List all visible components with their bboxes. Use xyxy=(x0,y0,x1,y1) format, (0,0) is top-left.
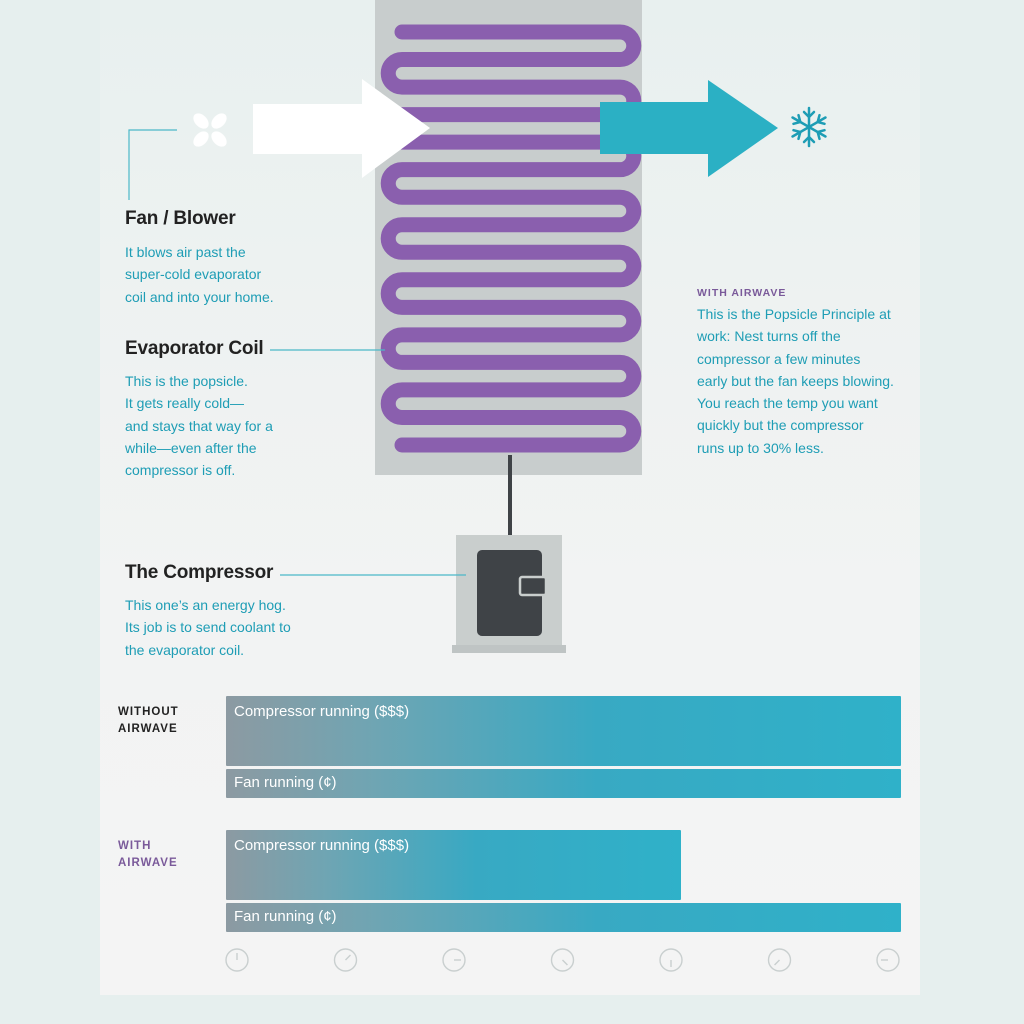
compressor-line: the evaporator coil. xyxy=(125,641,245,658)
incoming-air-arrow xyxy=(253,79,430,178)
airwave-line: work: Nest turns off the xyxy=(697,328,841,345)
with-fan-bar: Fan running (¢) xyxy=(226,903,901,932)
with-airwave-label: WITH AIRWAVE xyxy=(118,838,178,872)
bar-label: Fan running (¢) xyxy=(234,774,337,791)
fan-line: coil and into your home. xyxy=(125,288,274,305)
airwave-line: You reach the temp you want xyxy=(697,395,878,412)
compressor-body xyxy=(477,550,542,636)
coil-title: Evaporator Coil xyxy=(125,338,264,359)
coil-line: and stays that way for a xyxy=(125,417,273,434)
row-label-line: AIRWAVE xyxy=(118,857,178,869)
fan-line: super-cold evaporator xyxy=(125,266,262,283)
compressor-valve xyxy=(518,575,548,597)
without-airwave-label: WITHOUT AIRWAVE xyxy=(118,704,179,738)
fan-leader-line xyxy=(128,129,177,200)
compressor-base xyxy=(452,645,566,653)
airwave-heading: WITH AIRWAVE xyxy=(697,287,787,299)
snowflake-arm xyxy=(802,125,816,148)
coil-line: It gets really cold— xyxy=(125,395,245,412)
coil-line: while—even after the xyxy=(125,439,257,456)
without-compressor-bar: Compressor running ($$$) xyxy=(226,696,901,766)
evaporator-coil xyxy=(380,24,642,453)
coil-description: This is the popsicle. It gets really col… xyxy=(125,370,273,481)
airwave-line: This is the Popsicle Principle at xyxy=(697,306,891,322)
fan-title: Fan / Blower xyxy=(125,208,236,229)
compressor-description: This one’s an energy hog. Its job is to … xyxy=(125,594,291,661)
snowflake-arm xyxy=(802,106,816,129)
without-fan-bar: Fan running (¢) xyxy=(226,769,901,798)
snowflake-icon xyxy=(791,106,827,148)
coil-line: compressor is off. xyxy=(125,462,236,479)
air-handler-unit xyxy=(375,0,642,475)
bar-label: Fan running (¢) xyxy=(234,908,337,925)
fan-description: It blows air past the super-cold evapora… xyxy=(125,241,274,308)
snowflake-arm xyxy=(791,125,811,141)
fan-line: It blows air past the xyxy=(125,244,246,260)
bar-label: Compressor running ($$$) xyxy=(234,703,410,720)
airwave-line: early but the fan keeps blowing. xyxy=(697,372,894,389)
snowflake-arm xyxy=(807,113,827,129)
airwave-line: runs up to 30% less. xyxy=(697,439,824,456)
airwave-line: compressor a few minutes xyxy=(697,350,861,367)
row-label-line: WITH xyxy=(118,840,152,852)
compressor-line: Its job is to send coolant to xyxy=(125,619,291,636)
compressor-title: The Compressor xyxy=(125,562,274,583)
snowflake-arm xyxy=(791,113,811,129)
with-compressor-bar: Compressor running ($$$) xyxy=(226,830,681,900)
airwave-description: This is the Popsicle Principle at work: … xyxy=(697,303,894,459)
cold-air-arrow xyxy=(600,80,778,177)
bar-label: Compressor running ($$$) xyxy=(234,837,410,854)
fan-icon xyxy=(193,113,227,147)
row-label-line: WITHOUT xyxy=(118,706,179,718)
coil-line: This is the popsicle. xyxy=(125,373,248,389)
snowflake-arm xyxy=(807,125,827,141)
row-label-line: AIRWAVE xyxy=(118,723,178,735)
compressor-line: This one’s an energy hog. xyxy=(125,597,286,613)
airwave-line: quickly but the compressor xyxy=(697,417,864,434)
